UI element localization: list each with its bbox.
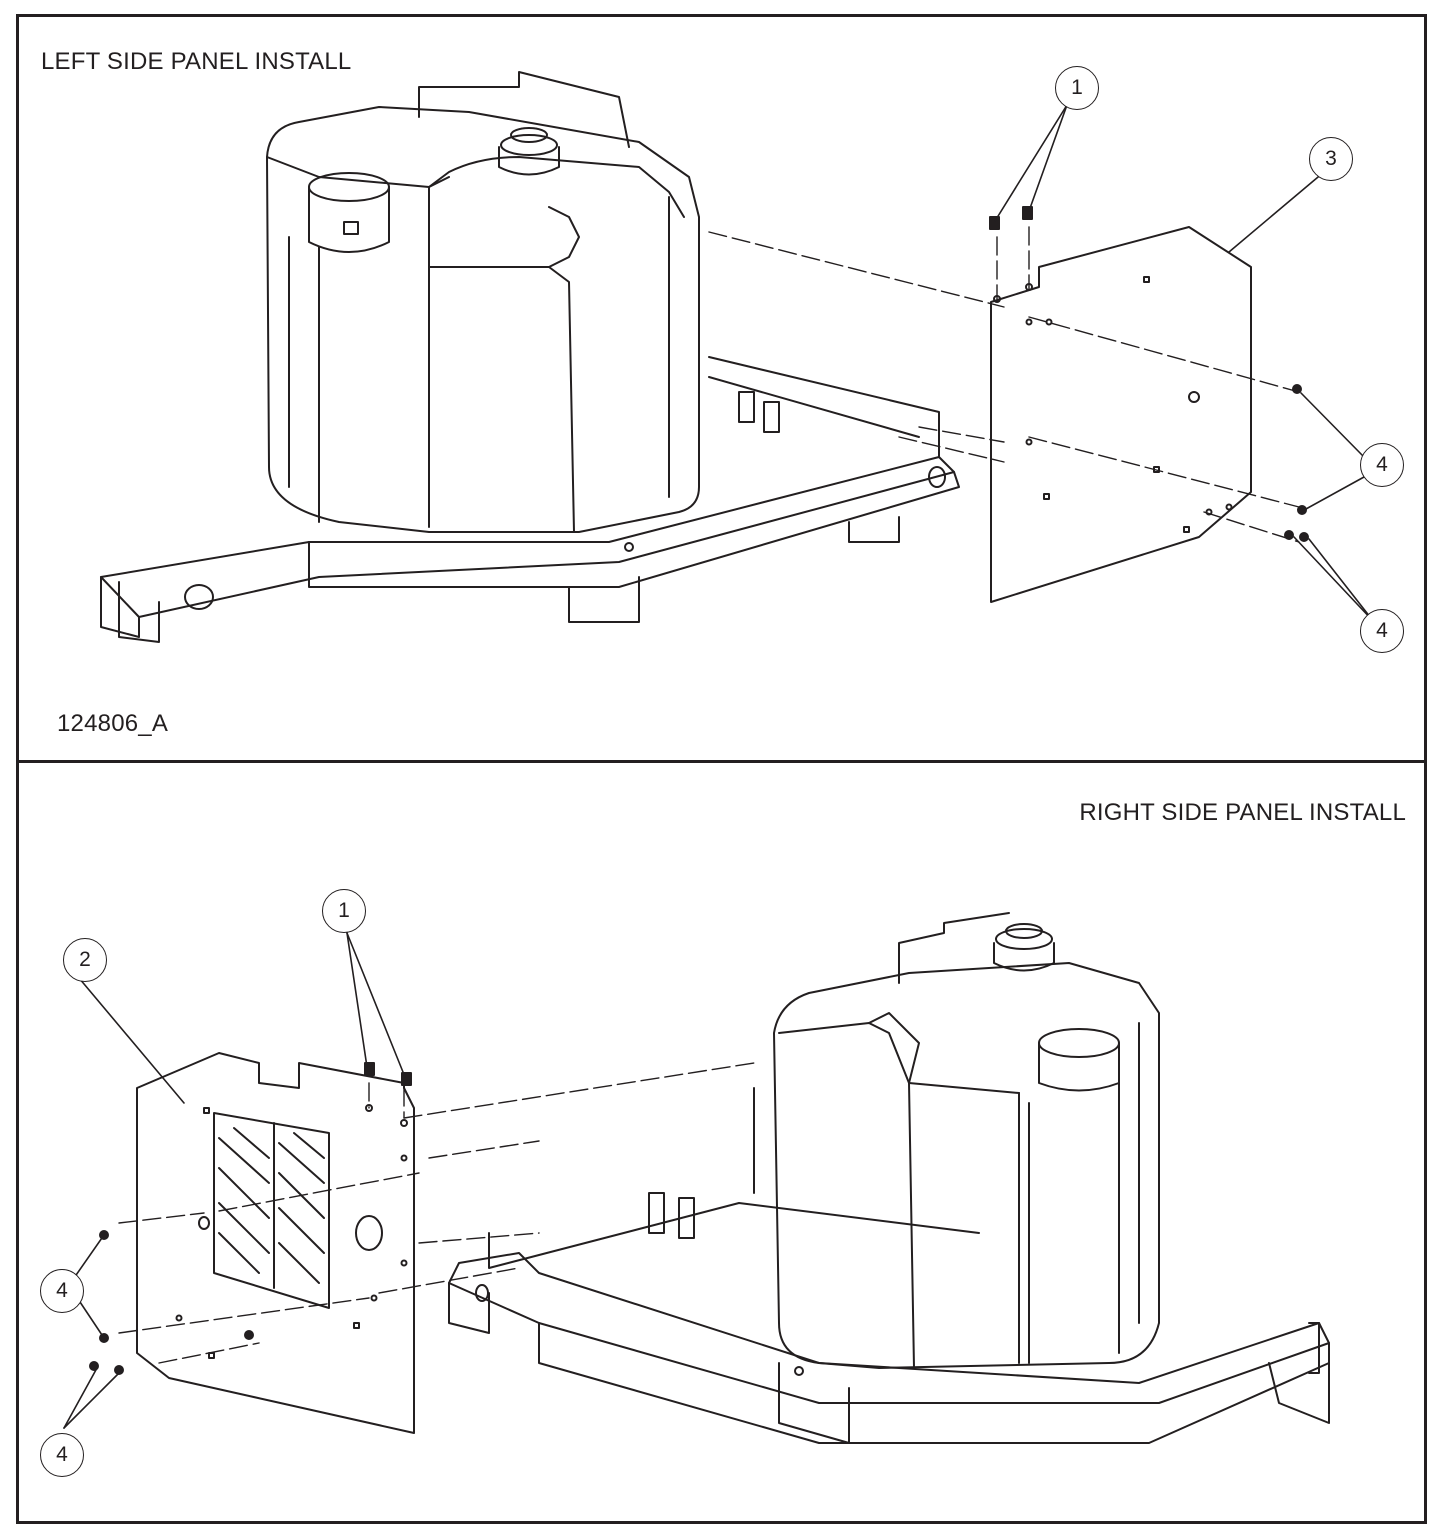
- callout-leaders: [994, 104, 1375, 623]
- fastener-icon: [989, 206, 1309, 542]
- frame-icon: [100, 356, 960, 643]
- left-side-assembly-drawing: [100, 71, 1375, 643]
- top-diagram-panel: LEFT SIDE PANEL INSTALL 124806_A 1 3 4 4: [16, 14, 1427, 763]
- tank-icon: [753, 912, 1160, 1369]
- side-panel-icon: [990, 226, 1252, 603]
- callout-4-top-b: 4: [1360, 609, 1404, 653]
- frame-icon: [448, 1192, 1330, 1444]
- right-side-assembly-drawing: [63, 912, 1330, 1444]
- callout-3: 3: [1309, 137, 1353, 181]
- explosion-lines: [708, 226, 1300, 543]
- tank-icon: [266, 71, 700, 533]
- callout-4-top-a: 4: [1360, 443, 1404, 487]
- explosion-lines: [118, 1062, 755, 1364]
- callout-2: 2: [63, 938, 107, 982]
- left-panel-title: LEFT SIDE PANEL INSTALL: [41, 48, 352, 75]
- callout-4-bottom-b: 4: [40, 1433, 84, 1477]
- callout-1-bottom: 1: [322, 889, 366, 933]
- side-panel-icon: [136, 1052, 415, 1434]
- bottom-diagram-panel: RIGHT SIDE PANEL INSTALL 1 2 4 4: [16, 760, 1427, 1524]
- callout-1-top: 1: [1055, 66, 1099, 110]
- right-panel-title: RIGHT SIDE PANEL INSTALL: [1079, 799, 1406, 826]
- callout-leaders: [63, 932, 406, 1429]
- drawing-number: 124806_A: [57, 710, 169, 737]
- callout-4-bottom-a: 4: [40, 1269, 84, 1313]
